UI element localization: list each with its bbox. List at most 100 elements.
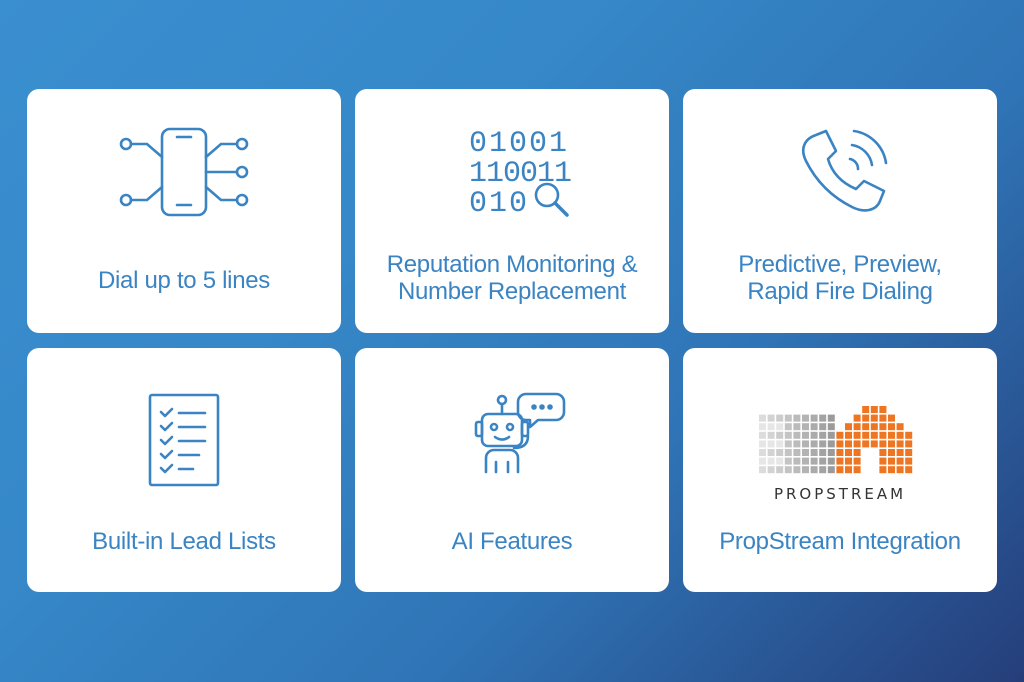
propstream-logo-pixel bbox=[836, 449, 844, 456]
propstream-logo-pixel bbox=[819, 431, 827, 439]
propstream-logo-pixel bbox=[845, 431, 852, 439]
propstream-logo-pixel bbox=[870, 414, 878, 422]
propstream-logo-pixel bbox=[759, 414, 766, 422]
propstream-logo-pixel bbox=[862, 423, 870, 431]
propstream-logo-pixel bbox=[827, 457, 835, 465]
propstream-logo-pixel bbox=[905, 431, 913, 439]
propstream-logo-pixel bbox=[810, 423, 818, 431]
propstream-logo-pixel bbox=[827, 440, 835, 448]
propstream-logo-pixel bbox=[793, 423, 801, 431]
propstream-logo-pixel bbox=[879, 457, 887, 465]
propstream-logo-pixel bbox=[793, 440, 801, 448]
propstream-logo-pixel bbox=[853, 457, 861, 465]
feature-card-ai: AI Features bbox=[355, 348, 669, 592]
propstream-logo-pixel bbox=[853, 431, 861, 439]
propstream-logo-pixel bbox=[827, 449, 835, 456]
binary-search-icon: 01001 110011 010 bbox=[469, 127, 572, 221]
propstream-logo-pixel bbox=[879, 449, 887, 456]
propstream-logo-pixel bbox=[845, 457, 852, 465]
propstream-logo-pixel bbox=[776, 449, 784, 456]
propstream-logo-pixel bbox=[810, 431, 818, 439]
propstream-logo-pixel bbox=[810, 414, 818, 422]
propstream-logo-pixel bbox=[827, 431, 835, 439]
propstream-logo-pixel bbox=[853, 440, 861, 448]
propstream-logo-pixel bbox=[819, 423, 827, 431]
propstream-logo-pixel bbox=[905, 440, 913, 448]
propstream-logo-pixel bbox=[793, 449, 801, 456]
feature-card-dial-lines: Dial up to 5 lines bbox=[27, 89, 341, 333]
propstream-logo-pixel bbox=[888, 466, 895, 474]
propstream-logo-pixel bbox=[819, 457, 827, 465]
propstream-logo-pixel bbox=[810, 466, 818, 474]
feature-label: Built-in Lead Lists bbox=[92, 528, 276, 555]
propstream-logo-pixel bbox=[905, 466, 913, 474]
propstream-logo-pixel bbox=[879, 466, 887, 474]
propstream-logo-pixel bbox=[793, 457, 801, 465]
propstream-logo-pixel bbox=[776, 423, 784, 431]
propstream-logo-pixel bbox=[767, 449, 775, 456]
propstream-logo-pixel bbox=[784, 431, 792, 439]
propstream-logo-pixel bbox=[862, 406, 870, 413]
propstream-logo-pixel bbox=[879, 440, 887, 448]
propstream-logo-pixel bbox=[767, 466, 775, 474]
propstream-logo-pixel bbox=[819, 449, 827, 456]
feature-card-reputation: 01001 110011 010 Reputation Monitoring &… bbox=[355, 89, 669, 333]
propstream-logo-pixel bbox=[819, 440, 827, 448]
propstream-logo-pixel bbox=[905, 449, 913, 456]
propstream-logo-pixel bbox=[767, 423, 775, 431]
propstream-logo-pixel bbox=[896, 431, 904, 439]
propstream-logo-pixel bbox=[784, 466, 792, 474]
propstream-logo-pixel bbox=[879, 431, 887, 439]
propstream-logo-pixel bbox=[819, 466, 827, 474]
propstream-logo-pixel bbox=[845, 466, 852, 474]
propstream-logo-pixel bbox=[767, 431, 775, 439]
propstream-logo-pixel bbox=[810, 457, 818, 465]
propstream-logo-pixel bbox=[896, 449, 904, 456]
feature-card-propstream: PROPSTREAM PropStream Integration bbox=[683, 348, 997, 592]
propstream-logo-pixel bbox=[793, 466, 801, 474]
propstream-logo-pixel bbox=[870, 423, 878, 431]
propstream-logo-pixel bbox=[896, 440, 904, 448]
propstream-logo-pixel bbox=[819, 414, 827, 422]
propstream-logo-pixel bbox=[888, 440, 895, 448]
feature-grid: Dial up to 5 lines 01001 110011 010 Repu… bbox=[27, 89, 997, 592]
propstream-logo-pixel bbox=[862, 414, 870, 422]
propstream-logo-pixel bbox=[759, 466, 766, 474]
feature-card-lead-lists: Built-in Lead Lists bbox=[27, 348, 341, 592]
propstream-logo-pixel bbox=[870, 440, 878, 448]
phone-ringing-icon bbox=[802, 129, 888, 212]
propstream-logo-pixel bbox=[767, 414, 775, 422]
binary-row-1: 01001 bbox=[469, 127, 569, 161]
propstream-logo-pixel bbox=[845, 423, 852, 431]
propstream-logo-pixel bbox=[888, 431, 895, 439]
propstream-logo-pixel bbox=[836, 431, 844, 439]
checklist-icon bbox=[148, 393, 220, 487]
propstream-logo-pixel bbox=[853, 466, 861, 474]
propstream-logo-pixel bbox=[784, 423, 792, 431]
propstream-logo-pixel bbox=[862, 431, 870, 439]
propstream-logo-pixel bbox=[827, 466, 835, 474]
feature-label: Dial up to 5 lines bbox=[97, 267, 271, 294]
propstream-logo: PROPSTREAM bbox=[755, 404, 925, 503]
propstream-logo-pixel bbox=[802, 466, 809, 474]
propstream-logo-pixel bbox=[836, 440, 844, 448]
propstream-logo-pixel bbox=[827, 423, 835, 431]
feature-card-dialing-modes: Predictive, Preview, Rapid Fire Dialing bbox=[683, 89, 997, 333]
propstream-logo-pixel bbox=[836, 466, 844, 474]
propstream-logo-pixel bbox=[845, 440, 852, 448]
propstream-logo-pixel bbox=[776, 414, 784, 422]
binary-row-3: 010 bbox=[469, 187, 529, 221]
propstream-logo-pixel bbox=[810, 440, 818, 448]
propstream-logo-pixel bbox=[759, 423, 766, 431]
propstream-logo-pixel bbox=[802, 449, 809, 456]
robot-chat-icon bbox=[474, 392, 566, 474]
propstream-logo-pixel bbox=[905, 457, 913, 465]
propstream-logo-pixel bbox=[784, 449, 792, 456]
propstream-logo-pixel bbox=[896, 466, 904, 474]
propstream-logo-pixel bbox=[802, 423, 809, 431]
propstream-logo-pixel bbox=[888, 449, 895, 456]
propstream-logo-pixel bbox=[879, 406, 887, 413]
propstream-logo-pixel bbox=[776, 466, 784, 474]
propstream-logo-pixel bbox=[793, 431, 801, 439]
propstream-logo-pixel bbox=[853, 414, 861, 422]
